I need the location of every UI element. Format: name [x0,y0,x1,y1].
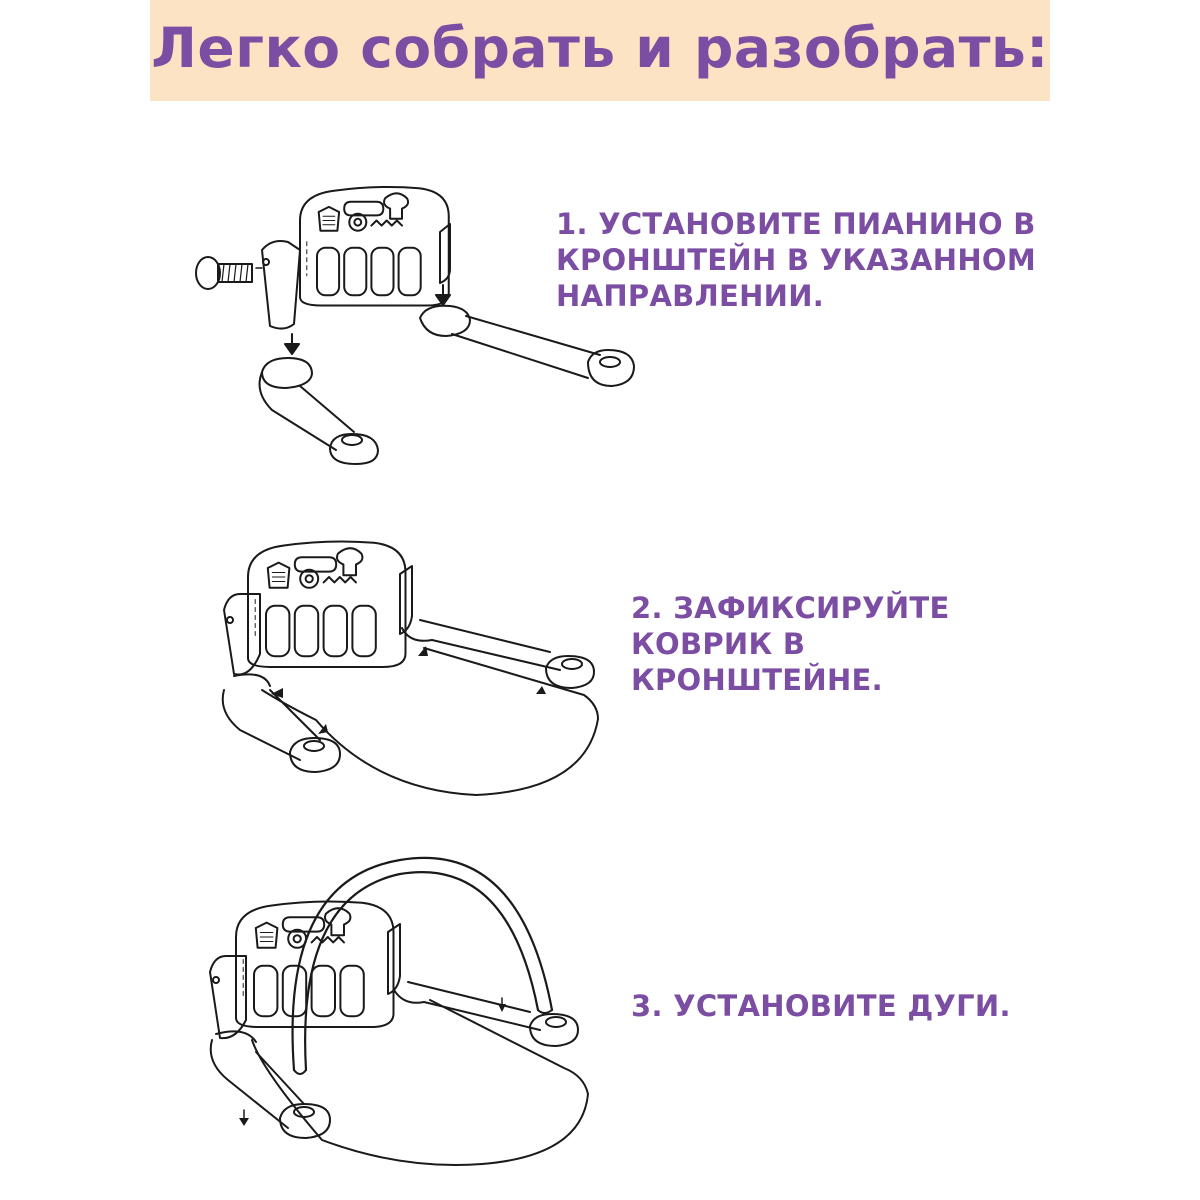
step-1-illustration [196,186,634,464]
step-3-line-1: 3. Установите дуги. [631,989,1011,1023]
page-title: Легко собрать и разобрать: [151,15,1049,80]
left-leg [260,358,378,464]
step-2-line-3: кронштейне. [631,663,883,697]
arrow-icon [418,646,428,656]
step-3-instruction: 3. Установите дуги. [631,988,1011,1024]
step-2-line-2: коврик в [631,627,806,661]
play-mat [262,648,598,795]
step-2-instruction: 2. Зафиксируйте коврик в кронштейне. [631,590,950,698]
bolt-icon [196,257,252,289]
arrow-icon [498,1004,506,1012]
step-1-line-1: 1. Установите пианино в [556,207,1036,241]
step-1-line-3: направлении. [556,279,825,313]
side-cap [262,241,300,329]
arrow-icon [284,333,300,355]
right-leg [420,306,634,386]
step-3-illustration [210,858,588,1165]
step-1-instruction: 1. Установите пианино в кронштейн в указ… [556,206,1036,314]
arrow-icon [536,686,546,694]
play-mat [252,1000,588,1165]
play-arch [293,858,552,1070]
arrow-icon [318,724,328,734]
arrow-icon [239,1118,249,1126]
arrow-icon [271,688,283,698]
step-2-line-1: 2. Зафиксируйте [631,591,950,625]
step-1-line-2: кронштейн в указанном [556,243,1037,277]
step-2-illustration [223,540,598,795]
title-banner: Легко собрать и разобрать: [150,0,1050,101]
